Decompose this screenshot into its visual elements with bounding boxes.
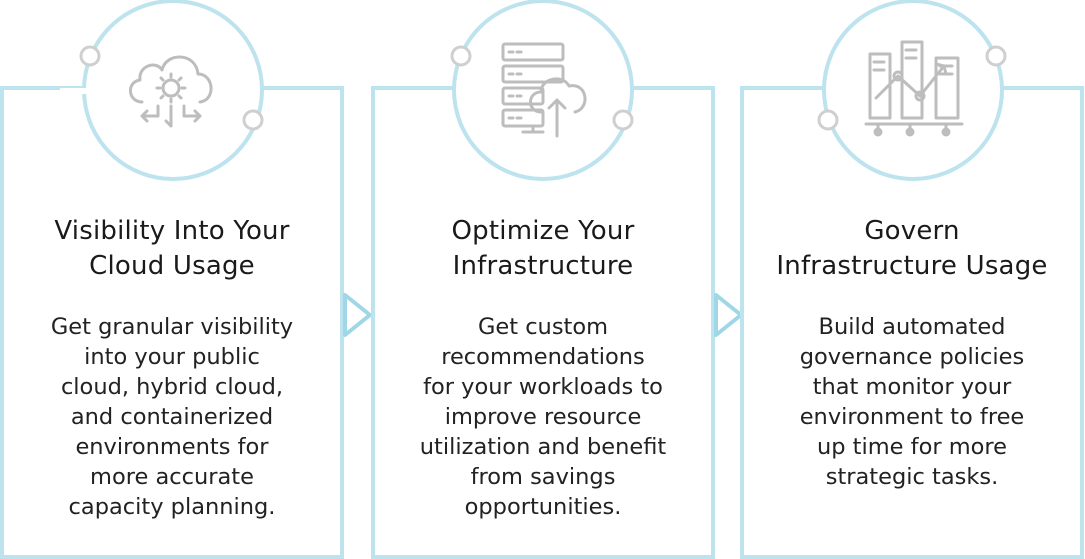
governance-chart-icon — [864, 40, 964, 137]
cloud-gear-icon — [129, 55, 213, 128]
step-title: Govern Infrastructure Usage — [776, 216, 1048, 281]
step-description: Get custom recommendations for your work… — [419, 314, 667, 520]
server-cloud-upload-icon — [501, 42, 587, 138]
step-card-govern: Govern Infrastructure Usage Build automa… — [740, 0, 1084, 559]
chevron-right-icon — [343, 293, 372, 337]
step-title: Visibility Into Your Cloud Usage — [54, 216, 290, 281]
connector-dot-left — [817, 109, 839, 131]
step-card-visibility: Visibility Into Your Cloud Usage Get gra… — [0, 0, 344, 559]
step-description: Get granular visibility into your public… — [50, 314, 294, 520]
connector-dot-left — [450, 45, 472, 67]
step-card-optimize: Optimize Your Infrastructure Get custom … — [371, 0, 715, 559]
connector-dot-right — [612, 109, 634, 131]
chevron-right-icon — [714, 293, 743, 337]
step-description: Build automated governance policies that… — [799, 314, 1025, 490]
card-frame — [0, 0, 344, 559]
step-title: Optimize Your Infrastructure — [451, 216, 635, 281]
connector-dot-left — [79, 45, 101, 67]
connector-dot-right — [985, 45, 1007, 67]
connector-dot-right — [242, 109, 264, 131]
